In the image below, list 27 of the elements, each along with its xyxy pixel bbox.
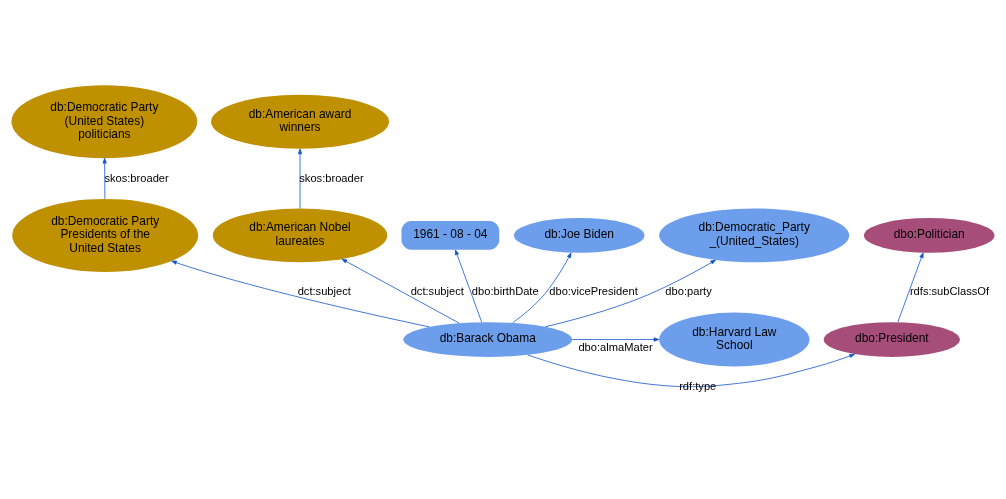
edge-label: dbo:almaMater	[578, 340, 653, 353]
arrow	[512, 252, 572, 324]
arrow	[341, 258, 460, 324]
node-ellipse: dbo:Politician	[863, 218, 995, 253]
arrow	[571, 337, 660, 342]
edge-label: rdfs:subClassOf	[909, 285, 990, 298]
edge-label: skos:broader	[299, 171, 364, 184]
arrow	[102, 157, 107, 200]
edge-label: dct:subject	[297, 285, 351, 298]
edge-label: skos:broader	[104, 171, 169, 184]
node-ellipse: db:Harvard Law School	[659, 312, 810, 367]
arrow	[454, 249, 483, 323]
node-ellipse: db:Barack Obama	[403, 322, 573, 357]
arrow	[897, 252, 924, 323]
edge-label: dbo:birthDate	[471, 285, 539, 298]
node-ellipse: db:Joe Biden	[513, 218, 645, 253]
edge-label: dbo:vicePresident	[549, 285, 638, 298]
arrow	[527, 353, 855, 388]
node-ellipse: db:American award winners	[211, 94, 390, 149]
node-box: 1961 - 08 - 04	[401, 221, 500, 250]
arrow	[171, 260, 430, 328]
edge-label: dbo:party	[665, 285, 712, 298]
node-ellipse: db:Democratic Party (United States) politicians	[11, 85, 198, 159]
arrow	[545, 259, 716, 328]
node-ellipse: db:Democratic Party Presidents of the United States	[12, 198, 199, 272]
edge-label: dct:subject	[410, 285, 464, 298]
arrow	[297, 148, 303, 209]
